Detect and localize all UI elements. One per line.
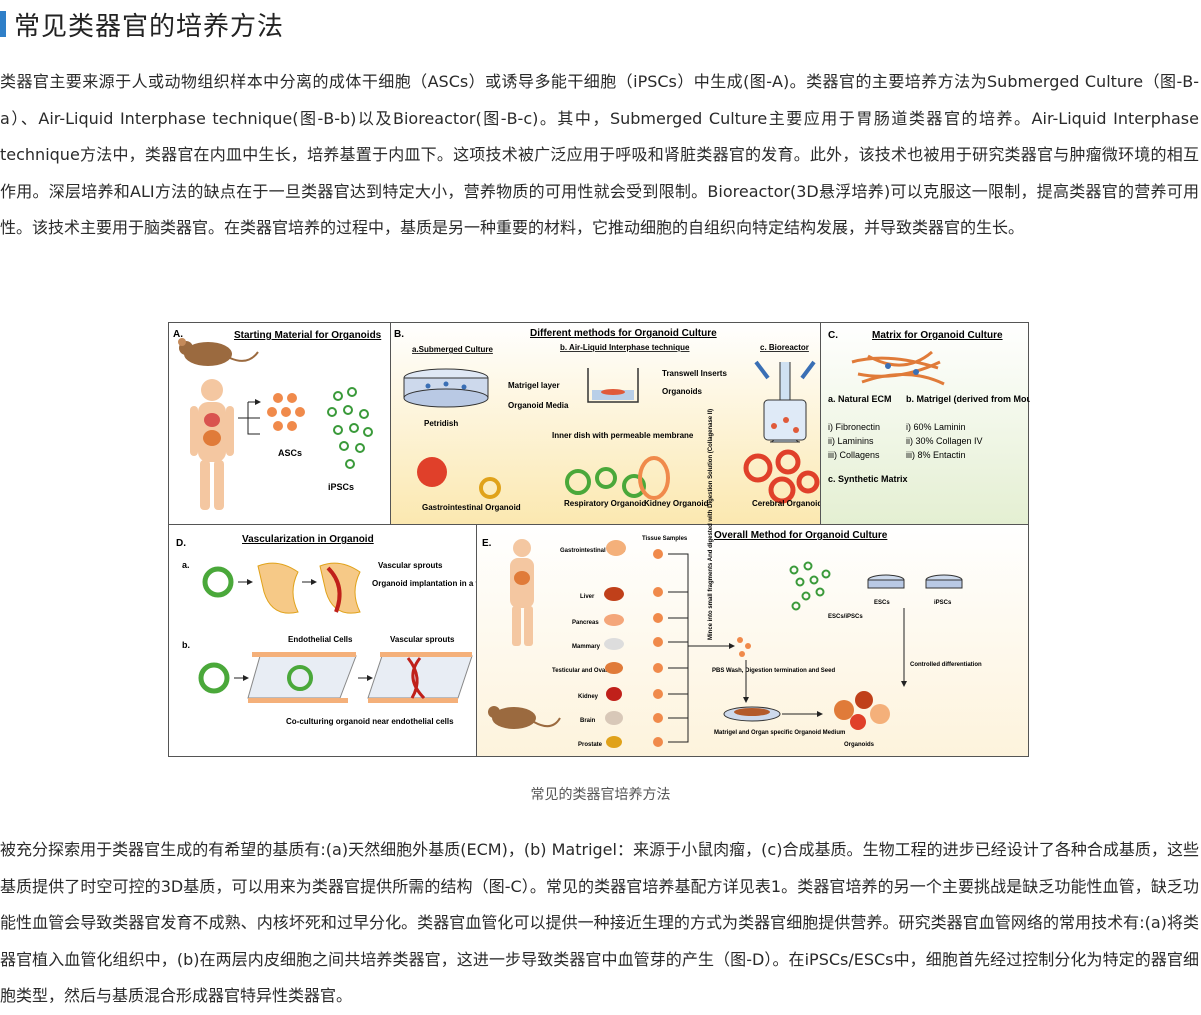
- figure-caption: 常见的类器官培养方法: [530, 787, 671, 803]
- ipsc-label: iPSCs: [328, 482, 354, 492]
- implantation-label: Organoid implantation in a vascularized …: [372, 579, 549, 588]
- panel-d-letter: D.: [176, 538, 186, 549]
- ipscs-dish-icon: [925, 574, 963, 589]
- digested-cells: [737, 637, 751, 657]
- panel-b-title: Different methods for Organoid Culture: [530, 328, 717, 339]
- panel-a-title: Starting Material for Organoids: [234, 330, 382, 341]
- endothelial-cells-label: Endothelial Cells: [288, 635, 353, 644]
- organ-label: Testicular and Ovaries: [552, 668, 617, 674]
- synthetic-matrix-label: c. Synthetic Matrix: [828, 474, 908, 484]
- transwell-label: Transwell Inserts: [662, 369, 727, 378]
- page-title: 常见类器官的培养方法: [14, 11, 285, 42]
- body-paragraph: 被充分探索用于类器官生成的有希望的基质有:(a)天然细胞外基质(ECM)，(b)…: [0, 840, 1199, 1005]
- escs-ipscs-cells: [789, 561, 831, 611]
- bioreactor-icon: [754, 360, 816, 443]
- transwell-icon: [587, 368, 639, 403]
- matrigel-item: ii) 30% Collagen IV: [906, 436, 983, 446]
- organ-label: Pancreas: [572, 620, 599, 626]
- organoids-label: Organoids: [844, 742, 875, 748]
- panel-e: E. Overall Method for Organoid Culture T…: [476, 409, 1029, 757]
- section-heading: 常见类器官的培养方法: [0, 6, 284, 42]
- coculture-label: Co-culturing organoid near endothelial c…: [286, 717, 454, 726]
- ali-label: b. Air-Liquid Interphase technique: [560, 343, 690, 352]
- organ-label: Brain: [580, 718, 596, 724]
- ali-organoids-label: Organoids: [662, 387, 703, 396]
- kidney-organoid-label: Kidney Organoid: [644, 499, 709, 508]
- matrix-fibers-icon: [851, 350, 945, 386]
- matrigel-layer-label: Matrigel layer: [508, 381, 560, 390]
- escs-dish-icon: [867, 574, 905, 589]
- medium-label: Matrigel and Organ specific Organoid Med…: [714, 730, 845, 736]
- organ-label: Mammary: [572, 644, 601, 650]
- ecm-item: iii) Collagens: [828, 450, 880, 460]
- panel-c-title: Matrix for Organoid Culture: [872, 330, 1003, 341]
- ecm-item: i) Fibronectin: [828, 422, 880, 432]
- cerebral-organoid-label: Cerebral Organoid: [752, 499, 822, 508]
- panel-d-title: Vascularization in Organoid: [242, 534, 374, 545]
- mouse-icon-e: [488, 706, 561, 729]
- panel-e-title: Overall Method for Organoid Culture: [714, 530, 888, 541]
- organ-label: Prostate: [578, 742, 603, 748]
- asc-cells: [267, 393, 305, 431]
- organ-label: Liver: [580, 594, 595, 600]
- vascular-sprouts-label: Vascular sprouts: [378, 561, 443, 570]
- tissue-samples-label: Tissue Samples: [642, 536, 688, 542]
- panel-d-sub-a: a.: [182, 560, 190, 570]
- petridish-label: Petridish: [424, 419, 458, 428]
- ipscs-label: iPSCs: [934, 600, 952, 606]
- mince-label: Mince into small fragments And digested …: [708, 409, 714, 640]
- panel-b-letter: B.: [394, 329, 404, 340]
- final-organoids: [834, 691, 890, 730]
- organ-label: Kidney: [578, 694, 599, 700]
- organ-rows: Gastrointestinal Organ Liver Pancreas Ma…: [552, 548, 625, 748]
- organoid-culture-figure: A. Starting Material for Organoids ASCs: [168, 322, 1085, 758]
- human-body-icon: [190, 379, 234, 510]
- matrigel-item: iii) 8% Entactin: [906, 450, 966, 460]
- tissue-icons: [653, 549, 663, 747]
- organoid-illustrations: [417, 449, 820, 504]
- inner-dish-label: Inner dish with permeable membrane: [552, 431, 694, 440]
- natural-ecm-label: a. Natural ECM: [828, 394, 892, 404]
- esc-ipsc-label: ESCs/iPSCs: [828, 614, 863, 620]
- panel-c: C. Matrix for Organoid Culture a. Natura…: [820, 322, 1085, 525]
- organ-label: Gastrointestinal Organ: [560, 548, 625, 554]
- matrigel-label: b. Matrigel (derived from Mouse sarcoma): [906, 394, 1030, 404]
- mouse-icon: [178, 338, 259, 366]
- ecm-item: ii) Laminins: [828, 436, 874, 446]
- panel-d-sub-b: b.: [182, 640, 190, 650]
- ipsc-cells: [327, 387, 373, 469]
- panel-c-letter: C.: [828, 330, 838, 341]
- heading-accent-bar: [0, 11, 6, 37]
- escs-label: ESCs: [874, 600, 890, 606]
- culture-dish-icon: [723, 706, 781, 722]
- human-body-icon-e: [510, 539, 534, 646]
- asc-label: ASCs: [278, 448, 302, 458]
- intro-paragraph: 类器官主要来源于人或动物组织样本中分离的成体干细胞（ASCs）或诱导多能干细胞（…: [0, 72, 1199, 237]
- panel-d: D. Vascularization in Organoid a. Vascul…: [168, 524, 549, 757]
- bioreactor-label: c. Bioreactor: [760, 343, 809, 352]
- controlled-differentiation-label: Controlled differentiation: [910, 662, 982, 668]
- matrigel-item: i) 60% Laminin: [906, 422, 966, 432]
- panel-b: B. Different methods for Organoid Cultur…: [390, 322, 822, 525]
- panel-a-letter: A.: [173, 329, 183, 340]
- petridish-icon: [403, 368, 489, 408]
- pbs-wash-label: PBS Wash, Digestion termination and Seed: [712, 668, 835, 674]
- respiratory-organoid-label: Respiratory Organoid: [564, 499, 646, 508]
- organoid-media-label: Organoid Media: [508, 401, 569, 410]
- vascular-sprouts-label-b: Vascular sprouts: [390, 635, 455, 644]
- gi-organoid-label: Gastrointestinal Organoid: [422, 503, 521, 512]
- submerged-label: a.Submerged Culture: [412, 345, 493, 354]
- organ-icons: [604, 540, 626, 748]
- panel-e-letter: E.: [482, 538, 492, 549]
- panel-a: A. Starting Material for Organoids ASCs: [168, 322, 391, 525]
